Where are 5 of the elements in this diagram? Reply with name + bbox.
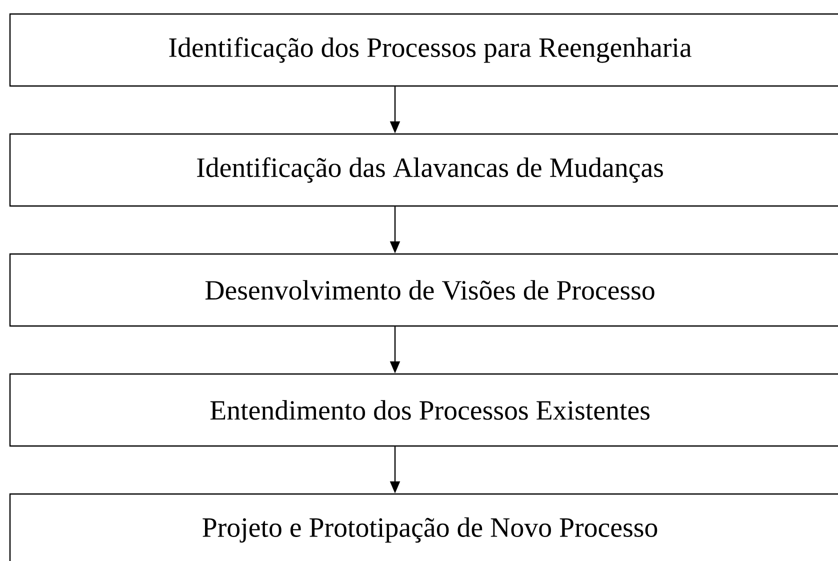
process-box: Projeto e Prototipação de Novo Processo	[9, 493, 838, 561]
process-box: Identificação dos Processos para Reengenharia	[9, 13, 838, 87]
process-box: Entendimento dos Processos Existentes	[9, 373, 838, 447]
process-box: Identificação das Alavancas de Mudanças	[9, 133, 838, 207]
process-box: Desenvolvimento de Visões de Processo	[9, 253, 838, 327]
